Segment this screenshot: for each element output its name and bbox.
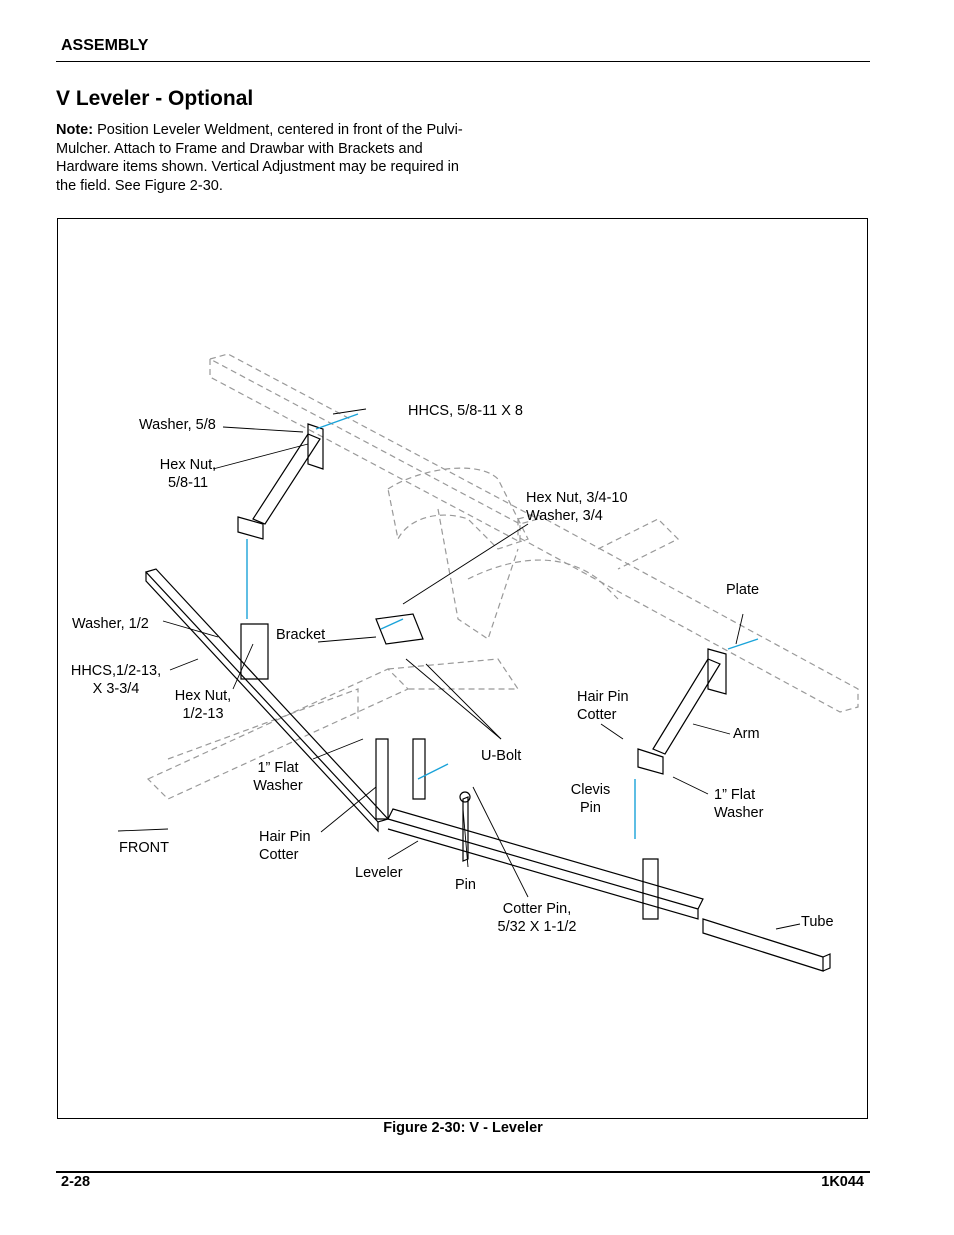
label-hex-nut-5-8-line1: Hex Nut, (159, 457, 217, 473)
label-flat-washer-right-line1: 1” Flat (714, 787, 756, 803)
label-flat-washer-left-line1: 1” Flat (257, 760, 299, 776)
note-paragraph: Note: Position Leveler Weldment, centere… (56, 121, 466, 195)
phantom-frame (146, 353, 859, 800)
label-washer-5-8: Washer, 5/8 (139, 417, 216, 433)
alignment-lines (246, 413, 759, 839)
header-rule (56, 61, 870, 62)
footer-rule (56, 1171, 870, 1173)
label-hair-pin-right-line2: Cotter (577, 707, 617, 723)
label-hair-pin-cotter-right: Hair Pin Cotter (577, 688, 629, 724)
label-clevis-pin-line1: Clevis (570, 782, 611, 798)
section-header: ASSEMBLY (61, 37, 149, 54)
label-arm: Arm (733, 726, 760, 742)
figure-frame: Washer, 5/8 HHCS, 5/8-11 X 8 Hex Nut, 5/… (57, 218, 868, 1119)
label-hair-pin-cotter-left: Hair Pin Cotter (259, 828, 311, 864)
label-hair-pin-left-line2: Cotter (259, 847, 299, 863)
label-hex-nut-3-4-line1: Hex Nut, 3/4-10 (526, 490, 628, 506)
label-cotter-pin: Cotter Pin, 5/32 X 1-1/2 (488, 900, 586, 936)
label-hhcs-1-2: HHCS,1/2-13, X 3-3/4 (64, 662, 168, 698)
label-bracket: Bracket (276, 627, 326, 643)
note-text: Position Leveler Weldment, centered in f… (56, 122, 463, 194)
page-number: 2-28 (61, 1174, 91, 1190)
label-washer-3-4-line2: Washer, 3/4 (526, 508, 603, 524)
label-u-bolt: U-Bolt (481, 748, 522, 764)
label-hex-nut-5-8-line2: 5/8-11 (167, 475, 209, 491)
page-title: V Leveler - Optional (56, 87, 254, 110)
label-hex-nut-1-2-line1: Hex Nut, (174, 688, 232, 704)
solid-parts (144, 423, 831, 972)
label-pin: Pin (455, 877, 476, 893)
label-front: FRONT (119, 840, 169, 856)
label-washer-1-2: Washer, 1/2 (72, 616, 149, 632)
label-hhcs-5-8: HHCS, 5/8-11 X 8 (408, 403, 523, 419)
label-flat-washer-right-line2: Washer (714, 805, 764, 821)
label-hair-pin-left-line1: Hair Pin (259, 829, 311, 845)
label-hex-nut-1-2-line2: 1/2-13 (182, 706, 224, 722)
label-hair-pin-right-line1: Hair Pin (577, 689, 629, 705)
label-cotter-pin-line1: Cotter Pin, (502, 901, 572, 917)
label-flat-washer-right: 1” Flat Washer (714, 786, 763, 822)
label-hex-nut-5-8: Hex Nut, 5/8-11 (153, 456, 223, 492)
leader-lines (117, 408, 801, 930)
label-flat-washer-left: 1” Flat Washer (248, 759, 308, 795)
note-prefix: Note: (56, 122, 94, 138)
label-hhcs-1-2-line1: HHCS,1/2-13, (70, 663, 162, 679)
label-cotter-pin-line2: 5/32 X 1-1/2 (497, 919, 577, 935)
label-clevis-pin: Clevis Pin (563, 781, 618, 817)
label-clevis-pin-line2: Pin (580, 800, 601, 816)
label-hhcs-1-2-line2: X 3-3/4 (92, 681, 140, 697)
label-plate: Plate (726, 582, 760, 598)
label-hex-nut-1-2: Hex Nut, 1/2-13 (168, 687, 238, 723)
leveler-drawing (117, 353, 859, 972)
label-flat-washer-left-line2: Washer (253, 778, 303, 794)
figure-caption: Figure 2-30: V - Leveler (383, 1120, 543, 1136)
document-id: 1K044 (821, 1174, 864, 1190)
label-tube: Tube (801, 914, 834, 930)
label-hex-nut-3-4: Hex Nut, 3/4-10 Washer, 3/4 (526, 489, 628, 525)
label-leveler: Leveler (355, 865, 403, 881)
